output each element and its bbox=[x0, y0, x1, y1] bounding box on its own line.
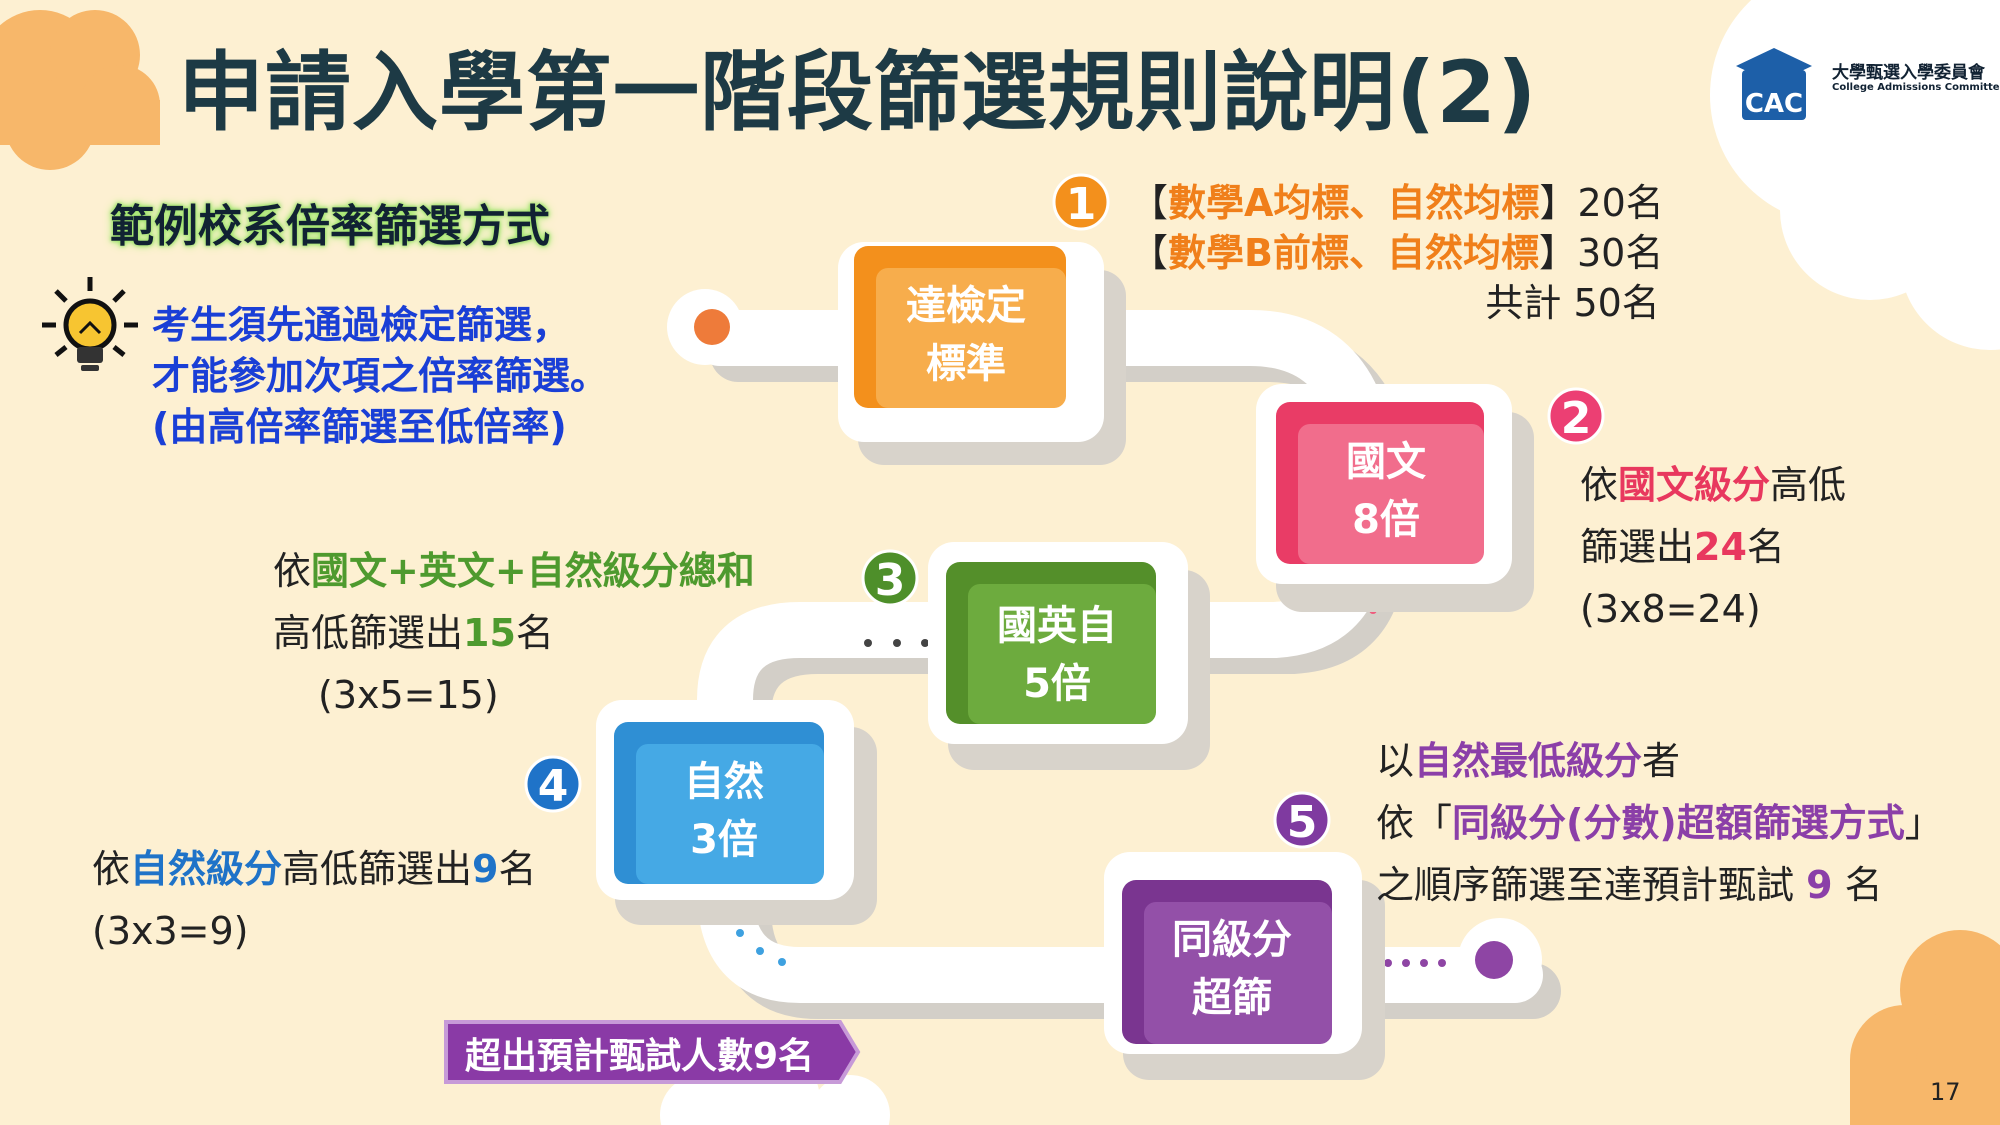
step-3-label: 國英自 5倍 bbox=[957, 597, 1157, 713]
desc5-line-3: 之順序篩選至達預計甄試 9 名 bbox=[1376, 863, 1883, 907]
badge-4-number: 4 bbox=[538, 761, 569, 812]
step-3-description: 依國文+英文+自然級分總和 高低篩選出15名 (3x5=15) bbox=[273, 540, 755, 726]
logo-subtitle: College Admissions Committee bbox=[1832, 82, 2000, 93]
decorative-cloud-top-left bbox=[0, 10, 160, 170]
desc3-line-2: 高低篩選出15名 bbox=[273, 611, 554, 655]
decorative-cloud-top-right bbox=[1710, 0, 2000, 350]
screening-note: 考生須先通過檢定篩選， 才能參加次項之倍率篩選。 (由高倍率篩選至低倍率) bbox=[152, 300, 608, 453]
step-1-label: 達檢定 標準 bbox=[866, 277, 1066, 393]
badge-3: 3 bbox=[861, 549, 919, 607]
step-3-line-1: 國英自 bbox=[997, 603, 1117, 649]
step-box-5 bbox=[1104, 852, 1385, 1080]
step-box-1 bbox=[838, 242, 1126, 465]
desc1-line-3: 共計 50名 bbox=[1485, 281, 1660, 325]
cac-logo-icon: CAC bbox=[1736, 48, 1812, 120]
badge-5-number: 5 bbox=[1287, 797, 1318, 848]
decorative-cloud-bottom-right bbox=[1850, 930, 2000, 1125]
desc3-line-1: 依國文+英文+自然級分總和 bbox=[273, 549, 755, 593]
cac-logo-mark: CAC bbox=[1745, 89, 1803, 119]
step-5-description: 以自然最低級分者 依「同級分(分數)超額篩選方式」 之順序篩選至達預計甄試 9 … bbox=[1376, 730, 1943, 916]
badge-3-number: 3 bbox=[875, 555, 906, 606]
road-path bbox=[692, 310, 1543, 1003]
desc4-line-2: (3x3=9) bbox=[92, 909, 249, 953]
step-5-label: 同級分 超篩 bbox=[1132, 911, 1332, 1027]
desc5-line-2: 依「同級分(分數)超額篩選方式」 bbox=[1376, 801, 1943, 845]
desc2-line-1: 依國文級分高低 bbox=[1580, 463, 1847, 507]
page-number: 17 bbox=[1930, 1078, 1961, 1106]
badge-5: 5 bbox=[1273, 791, 1331, 849]
desc2-line-2: 篩選出24名 bbox=[1580, 525, 1785, 569]
step-2-description: 依國文級分高低 篩選出24名 (3x8=24) bbox=[1580, 454, 1846, 640]
step-1-line-1: 達檢定 bbox=[906, 283, 1026, 329]
desc1-line-2: 【數學B前標、自然均標】30名 bbox=[1130, 231, 1664, 275]
desc5-line-1: 以自然最低級分者 bbox=[1376, 739, 1681, 783]
exceed-tag-shape bbox=[444, 1020, 861, 1084]
step-1-description: 【數學A均標、自然均標】20名 【數學B前標、自然均標】30名 共計 50名 bbox=[1130, 178, 1664, 328]
road-end-dot bbox=[1475, 941, 1513, 979]
step-4-line-2: 3倍 bbox=[690, 817, 758, 863]
step-box-4 bbox=[596, 700, 877, 925]
step-2-line-2: 8倍 bbox=[1352, 497, 1420, 543]
step-1-line-2: 標準 bbox=[926, 341, 1006, 387]
desc2-line-3: (3x8=24) bbox=[1580, 587, 1761, 631]
step-2-line-1: 國文 bbox=[1346, 439, 1426, 485]
logo-name: 大學甄選入學委員會 bbox=[1832, 63, 1985, 83]
badge-1-number: 1 bbox=[1066, 179, 1097, 230]
badge-2-number: 2 bbox=[1561, 393, 1592, 444]
step-box-2 bbox=[1256, 384, 1534, 612]
step-5-line-1: 同級分 bbox=[1172, 917, 1292, 963]
lightbulb-icon bbox=[42, 277, 138, 371]
badge-2: 2 bbox=[1547, 387, 1605, 445]
section-subtitle: 範例校系倍率篩選方式 bbox=[110, 201, 550, 252]
desc4-line-1: 依自然級分高低篩選出9名 bbox=[92, 847, 537, 891]
step-4-description: 依自然級分高低篩選出9名 (3x3=9) bbox=[92, 838, 537, 962]
step-box-3 bbox=[928, 542, 1210, 770]
step-2-label: 國文 8倍 bbox=[1286, 433, 1486, 549]
step-4-line-1: 自然 bbox=[684, 759, 764, 805]
road-start-dot bbox=[694, 309, 730, 345]
note-line-2: 才能參加次項之倍率篩選。 bbox=[152, 354, 609, 398]
exceed-tag-label: 超出預計甄試人數9名 bbox=[465, 1036, 815, 1077]
page-title: 申請入學第一階段篩選規則說明(2) bbox=[178, 43, 1538, 143]
note-line-1: 考生須先通過檢定篩選， bbox=[152, 303, 571, 347]
note-line-3: (由高倍率篩選至低倍率) bbox=[152, 405, 567, 449]
step-3-line-2: 5倍 bbox=[1023, 661, 1091, 707]
desc3-line-3: (3x5=15) bbox=[318, 673, 499, 717]
desc1-line-1: 【數學A均標、自然均標】20名 bbox=[1130, 181, 1664, 225]
badge-4: 4 bbox=[524, 755, 582, 813]
step-4-label: 自然 3倍 bbox=[624, 753, 824, 869]
badge-1: 1 bbox=[1052, 173, 1110, 231]
step-5-line-2: 超篩 bbox=[1192, 975, 1272, 1021]
